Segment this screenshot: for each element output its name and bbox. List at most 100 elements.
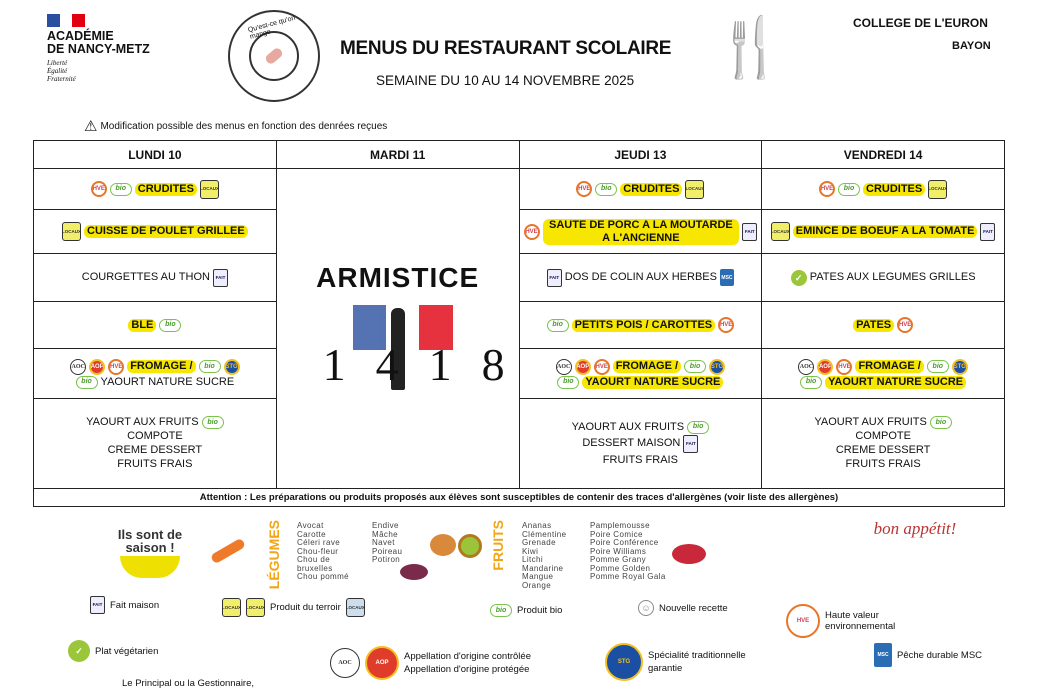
- college-name: COLLEGE DE L'EURON: [853, 16, 988, 30]
- salad-bowl-icon: [120, 556, 180, 578]
- local-icon: LOCAUX: [199, 179, 219, 199]
- dish-name: FRUITS FRAIS: [117, 458, 193, 470]
- academy-line: DE NANCY-METZ: [47, 42, 150, 56]
- bio-icon: bio: [929, 416, 952, 429]
- local-icon: LOCAUX: [770, 222, 790, 241]
- fait-icon: FAIT: [546, 268, 562, 287]
- legend-label: Produit du terroir: [270, 602, 341, 613]
- legend-label: Fait maison: [110, 599, 160, 611]
- vegetarian-icon: ✓: [68, 640, 90, 662]
- dish-name: COMPOTE: [855, 430, 911, 442]
- fruits-list: Pamplemousse Poire Comice Poire Conféren…: [590, 521, 666, 581]
- stg-icon: STG: [605, 643, 643, 681]
- dish-name: COURGETTES AU THON: [81, 271, 210, 283]
- pomegranate-icon: [672, 544, 706, 564]
- dish-name: PATES: [853, 318, 895, 332]
- academy-line: ACADÉMIE: [47, 29, 114, 43]
- dish-name: CRUDITES: [620, 182, 683, 196]
- legend-label: Appellation d'origine protégée: [404, 664, 530, 675]
- hve-icon: HVE: [819, 181, 835, 197]
- bio-icon: bio: [198, 360, 221, 373]
- carrot-icon: [209, 537, 247, 565]
- page-title: MENUS DU RESTAURANT SCOLAIRE: [340, 38, 672, 59]
- aoc-icon: AOC: [70, 358, 87, 375]
- bio-icon: bio: [595, 182, 618, 196]
- aoc-icon: AOC: [798, 358, 815, 375]
- fait-icon: FAIT: [742, 222, 758, 241]
- stg-icon: STG: [951, 358, 968, 375]
- bio-icon: bio: [557, 375, 580, 389]
- menu-item: FRUITS FRAIS: [34, 458, 276, 471]
- warning-note: ⚠Modification possible des menus en fonc…: [84, 117, 387, 135]
- bio-icon: bio: [926, 360, 949, 373]
- aop-icon: AOP: [817, 358, 834, 375]
- motto-line: Fraternité: [47, 75, 76, 83]
- vegetables-label: LÉGUMES: [266, 520, 282, 590]
- veg-icon: ✓: [790, 269, 807, 286]
- legend-label: Produit bio: [517, 605, 563, 616]
- fruits-list: Ananas Clémentine Grenade Kiwi Litchi Ma…: [522, 521, 567, 590]
- bio-icon: bio: [800, 375, 823, 389]
- legend-label: Spécialité traditionnelle garantie: [648, 650, 746, 674]
- dish-name: COMPOTE: [127, 430, 183, 442]
- hve-icon: HVE: [897, 317, 914, 333]
- menu-item: CREME DESSERT: [762, 444, 1004, 457]
- dish-name: FRUITS FRAIS: [845, 458, 921, 470]
- dish-name: FROMAGE /: [612, 360, 682, 373]
- menu-cell: ✓PATES AUX LEGUMES GRILLES: [761, 253, 1005, 302]
- aop-icon: AOP: [89, 358, 106, 375]
- menu-item: ✓PATES AUX LEGUMES GRILLES: [762, 269, 1004, 286]
- menu-table: LUNDI 10 MARDI 11 JEUDI 13 VENDREDI 14 H…: [33, 140, 1005, 507]
- hve-icon: HVE: [576, 181, 593, 197]
- fait-icon: FAIT: [683, 434, 699, 453]
- stg-icon: STG: [223, 358, 240, 375]
- dish-name: PETITS POIS / CAROTTES: [571, 318, 716, 332]
- week-subtitle: SEMAINE DU 10 AU 14 NOVEMBRE 2025: [376, 73, 635, 88]
- plate-logo: Qu'est-ce qu'on mange: [228, 10, 320, 102]
- legend-label: Appellation d'origine contrôlée: [404, 651, 531, 662]
- vegetables-list: Endive Mâche Navet Poireau Potiron: [372, 521, 403, 564]
- bio-icon: bio: [838, 182, 860, 196]
- day-header: MARDI 11: [275, 140, 520, 169]
- local-icon: LOCAUX: [685, 179, 705, 199]
- menu-item: CREME DESSERT: [34, 444, 276, 457]
- bio-icon: bio: [490, 604, 512, 617]
- dish-name: FROMAGE /: [127, 360, 196, 373]
- bon-appetit: bon appétit!: [873, 519, 957, 538]
- menu-item: COMPOTE: [34, 430, 276, 443]
- dish-name: CREME DESSERT: [107, 444, 203, 456]
- hve-icon: HVE: [90, 181, 107, 197]
- holiday-title: ARMISTICE: [316, 262, 480, 293]
- bio-icon: bio: [201, 416, 224, 429]
- republic-flag-logo: [47, 14, 86, 27]
- dish-name: YAOURT AUX FRUITS: [86, 416, 199, 428]
- dish-name: BLE: [128, 318, 157, 332]
- fait-maison-icon: FAIT: [90, 596, 105, 614]
- dish-name: CRUDITES: [134, 182, 197, 196]
- produits-locaux-icon: LOCAUX: [246, 598, 265, 617]
